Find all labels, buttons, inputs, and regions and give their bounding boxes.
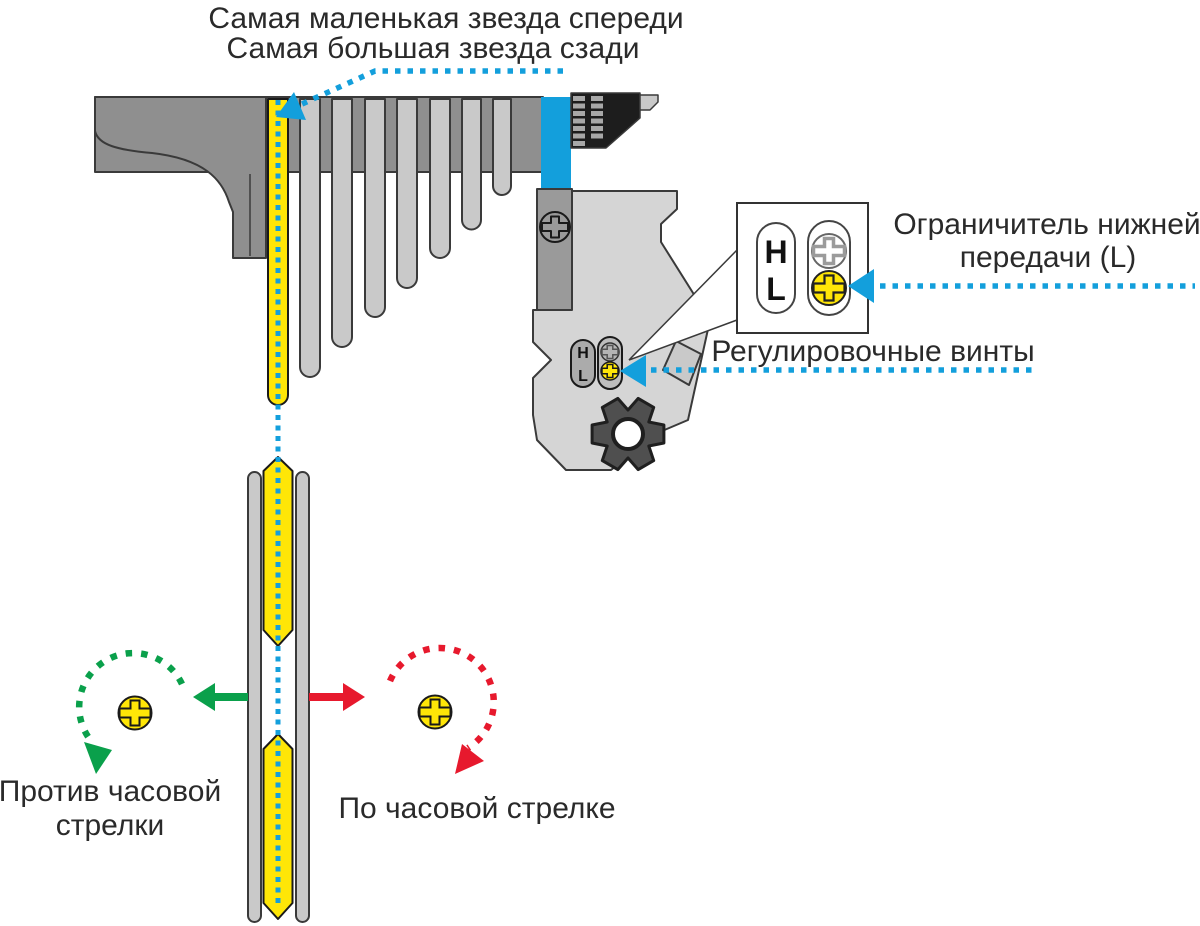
ccw-rotation-arc: [75, 649, 185, 745]
label-low-limit-line1: Ограничитель нижней: [893, 208, 1200, 241]
sprocket: [299, 98, 321, 378]
h-screw-small-icon: [600, 342, 620, 362]
label-low-limit-line2: передачи (L): [959, 241, 1137, 274]
cw-arc-arrowhead-icon: [455, 744, 484, 774]
rear-derailleur: [532, 188, 711, 472]
callout-box: H L: [736, 202, 874, 334]
derailleur-hanger: [536, 188, 573, 311]
hl-pill-large: [756, 222, 796, 314]
jockey-wheel-icon: [590, 396, 666, 472]
rotation-directions: [75, 644, 497, 774]
derailleur-body: [532, 190, 711, 471]
ccw-arc-arrowhead-icon: [84, 742, 112, 774]
sprocket: [492, 98, 512, 196]
move-left-arrow-icon: [193, 683, 248, 711]
lockring-tab: [639, 94, 659, 111]
label-front-gear-line2: Самая большая звезда сзади: [226, 32, 640, 65]
cage-plate-left: [247, 471, 262, 923]
label-front-gear-line1: Самая маленькая звезда спереди: [208, 2, 684, 35]
sprocket: [461, 98, 482, 231]
callout-wedge: [628, 249, 738, 361]
cw-rotation-arc: [387, 644, 497, 751]
adjusting-screws-arrow-icon: [620, 355, 646, 387]
adjuster-screws-small: H L: [570, 336, 623, 390]
l-label-small: L: [578, 368, 588, 385]
h-label-small: H: [577, 345, 589, 362]
leader-largest-sprocket: [300, 68, 563, 107]
hub-dropout-shape: [94, 96, 267, 259]
move-right-arrow-icon: [309, 683, 365, 711]
cage-plate-right: [295, 471, 310, 923]
cw-screw-icon: [417, 694, 453, 730]
sprocket: [429, 98, 451, 259]
h-screw-large-icon: [811, 233, 847, 269]
ccw-screw-icon: [117, 695, 153, 731]
blue-band: [541, 97, 571, 189]
l-screw-small-icon: [600, 361, 620, 381]
l-screw-large-icon: [811, 270, 847, 306]
small-cogs-black: [570, 92, 641, 149]
l-label-large: L: [766, 271, 786, 307]
h-label-large: H: [764, 234, 787, 270]
label-clockwise: По часовой стрелке: [338, 792, 616, 825]
small-cogs-teeth: [573, 96, 603, 146]
sprocket: [364, 98, 386, 318]
l-screw-pointer-arrow-icon: [848, 269, 874, 303]
cassette: [94, 92, 659, 406]
hanger-bolt-icon: [539, 211, 571, 243]
cable-clamp-tab: [662, 340, 702, 386]
label-counterclockwise-line2: стрелки: [55, 809, 165, 842]
label-counterclockwise-line1: Против часовой: [0, 775, 222, 808]
hl-pill-small: [570, 339, 596, 388]
largest-sprocket-arrow-icon: [276, 92, 306, 120]
label-adjusting-screws: Регулировочные винты: [711, 335, 1035, 368]
sprocket: [331, 98, 353, 348]
sprocket: [396, 98, 418, 289]
leader-lines: [276, 68, 1195, 387]
